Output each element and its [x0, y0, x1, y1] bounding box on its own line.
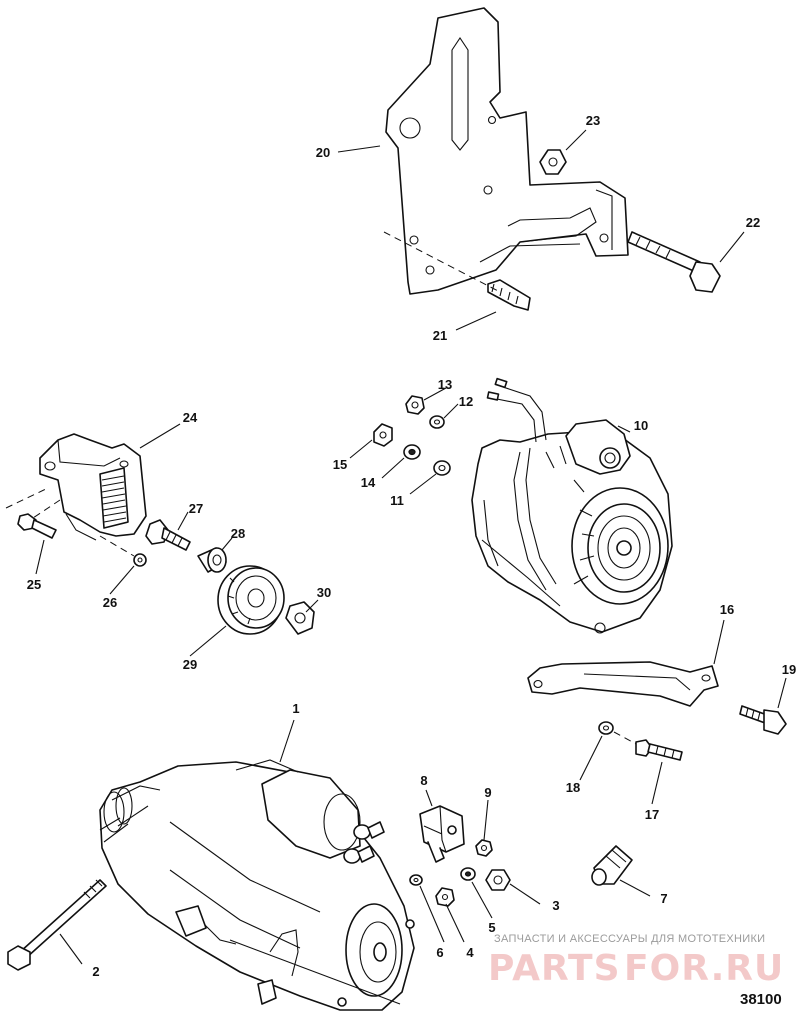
- callout-22: 22: [746, 215, 760, 230]
- callout-30: 30: [317, 585, 331, 600]
- callout-13: 13: [438, 377, 452, 392]
- part-3-nut: [485, 869, 511, 891]
- alignment-line-washer: [99, 535, 135, 557]
- watermark-tagline: ЗАПЧАСТИ И АКСЕССУАРЫ ДЛЯ МОТОТЕХНИКИ: [494, 933, 765, 945]
- callout-26: 26: [103, 595, 117, 610]
- callout-24: 24: [183, 410, 198, 425]
- part-29-idler-pulley: [217, 565, 285, 635]
- part-5-lock-washer: [460, 867, 476, 881]
- callout-18: 18: [566, 780, 580, 795]
- part-14-lock-washer: [403, 444, 421, 460]
- callout-16: 16: [720, 602, 734, 617]
- part-8-relay: [419, 805, 465, 863]
- callout-17: 17: [645, 807, 659, 822]
- callout-27: 27: [189, 501, 203, 516]
- callout-1: 1: [292, 701, 299, 716]
- part-18-washer: [598, 721, 614, 735]
- part-20-mounting-bracket: [385, 7, 629, 295]
- callout-8: 8: [420, 773, 427, 788]
- callout-9: 9: [484, 785, 491, 800]
- alignment-line-arm-bolt: [613, 731, 637, 745]
- callout-20: 20: [316, 145, 330, 160]
- part-10-alternator: [471, 419, 673, 634]
- callout-29: 29: [183, 657, 197, 672]
- part-2-through-bolt: [7, 879, 107, 971]
- figure-number: 38100: [740, 991, 782, 1008]
- callout-5: 5: [488, 920, 495, 935]
- part-21-stud: [487, 279, 531, 311]
- part-4-nut: [435, 887, 455, 907]
- alignment-line-bracket-bolt: [5, 487, 61, 521]
- leader-lines: [35, 129, 787, 965]
- part-24-idler-bracket: [39, 433, 147, 541]
- callout-19: 19: [782, 662, 796, 677]
- part-1-starter-motor: [99, 759, 415, 1011]
- callout-15: 15: [333, 457, 347, 472]
- alignment-line-bracket-stud: [383, 231, 501, 293]
- watermark-brand-left: PARTS: [488, 948, 621, 989]
- callout-25: 25: [27, 577, 41, 592]
- part-17-bolt: [635, 739, 683, 761]
- part-6-washer: [409, 874, 423, 886]
- part-19-bolt: [739, 705, 787, 735]
- callout-6: 6: [436, 945, 443, 960]
- callout-23: 23: [586, 113, 600, 128]
- callout-14: 14: [361, 475, 376, 490]
- part-23-nut: [539, 149, 567, 175]
- part-26-washer: [133, 553, 147, 567]
- callout-21: 21: [433, 328, 447, 343]
- callout-11: 11: [390, 493, 404, 508]
- part-7-terminal-boot: [591, 845, 633, 886]
- part-22-bolt: [627, 231, 721, 293]
- alternator-wire-leads: [486, 377, 547, 443]
- part-9-nut: [475, 839, 493, 857]
- part-11-washer: [433, 460, 451, 476]
- callout-7: 7: [660, 891, 667, 906]
- callout-2: 2: [92, 964, 99, 979]
- part-28-spacer: [197, 547, 227, 573]
- callout-12: 12: [459, 394, 473, 409]
- part-16-adjusting-arm: [527, 661, 719, 707]
- callout-labels: 1 2 3 4 5 6 7 8 9 10 11 12 13 14 15 16 1…: [27, 113, 796, 979]
- part-25-bolt: [17, 513, 57, 539]
- callout-4: 4: [466, 945, 474, 960]
- part-12-washer: [429, 415, 445, 429]
- part-13-nut: [405, 395, 425, 415]
- callout-10: 10: [634, 418, 648, 433]
- callout-28: 28: [231, 526, 245, 541]
- part-30-flange-nut: [285, 601, 315, 635]
- watermark-brand-right: FOR.RU: [624, 948, 784, 989]
- part-15-nut: [373, 423, 393, 447]
- callout-3: 3: [552, 898, 559, 913]
- watermark: ЗАПЧАСТИ И АКСЕССУАРЫ ДЛЯ МОТОТЕХНИКИ PA…: [488, 933, 784, 989]
- part-27-adjuster-bolt: [145, 519, 191, 551]
